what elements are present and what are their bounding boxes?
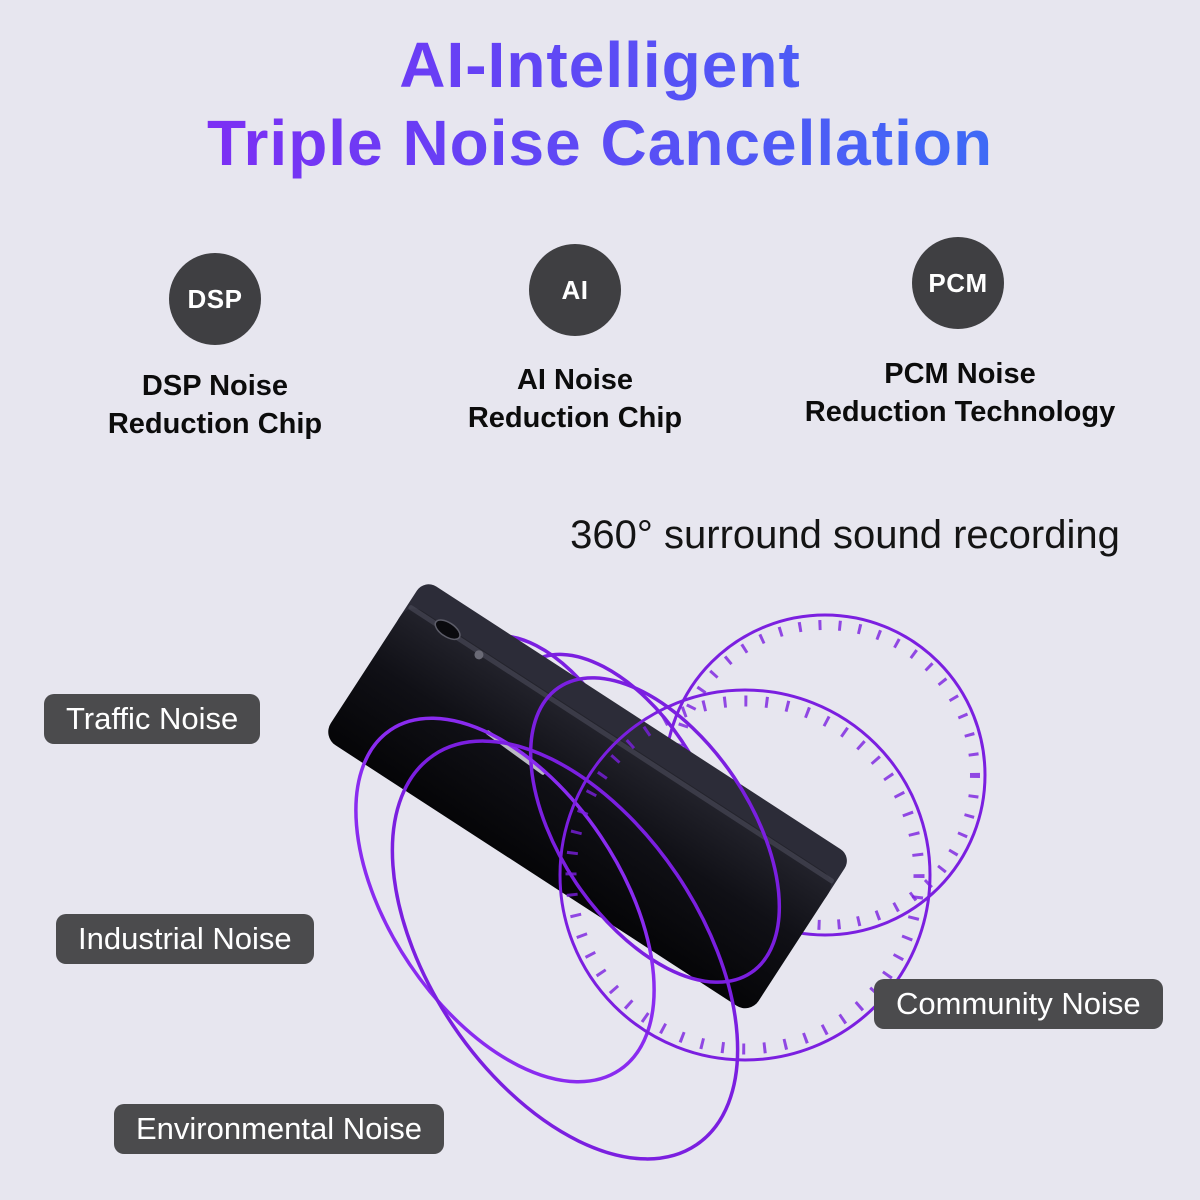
- ai-badge: AI: [529, 244, 621, 336]
- title-line-1: AI-Intelligent: [399, 29, 801, 101]
- dsp-caption: DSP Noise Reduction Chip: [60, 368, 370, 443]
- pcm-caption: PCM Noise Reduction Technology: [740, 356, 1180, 431]
- device-slider-switch: [434, 619, 461, 641]
- pcm-caption-line-2: Reduction Technology: [804, 395, 1116, 428]
- ai-caption-line-2: Reduction Chip: [467, 401, 683, 434]
- dsp-badge: DSP: [169, 253, 261, 345]
- dsp-caption-line-1: DSP Noise: [141, 370, 289, 402]
- page-title: AI-Intelligent Triple Noise Cancellation: [0, 26, 1200, 182]
- device-mic-hole: [474, 650, 484, 660]
- dsp-badge-label: DSP: [187, 283, 243, 314]
- pcm-caption-line-1: PCM Noise: [884, 358, 1036, 390]
- ai-badge-label: AI: [561, 274, 589, 305]
- industrial-noise-label: Industrial Noise: [56, 914, 314, 964]
- product-illustration: [328, 584, 987, 1161]
- traffic-noise-label: Traffic Noise: [44, 694, 261, 744]
- ai-caption-line-1: AI Noise: [516, 364, 634, 396]
- dsp-caption-line-2: Reduction Chip: [107, 407, 323, 440]
- community-noise-label: Community Noise: [874, 979, 1163, 1029]
- sound-wave-rings-front: [354, 676, 932, 1161]
- ai-caption: AI Noise Reduction Chip: [420, 362, 730, 437]
- environmental-noise-label: Environmental Noise: [114, 1104, 445, 1154]
- pcm-badge-label: PCM: [928, 267, 988, 298]
- title-line-2: Triple Noise Cancellation: [206, 107, 994, 180]
- pcm-badge: PCM: [912, 237, 1004, 329]
- surround-sound-subtitle: 360° surround sound recording: [570, 513, 1120, 557]
